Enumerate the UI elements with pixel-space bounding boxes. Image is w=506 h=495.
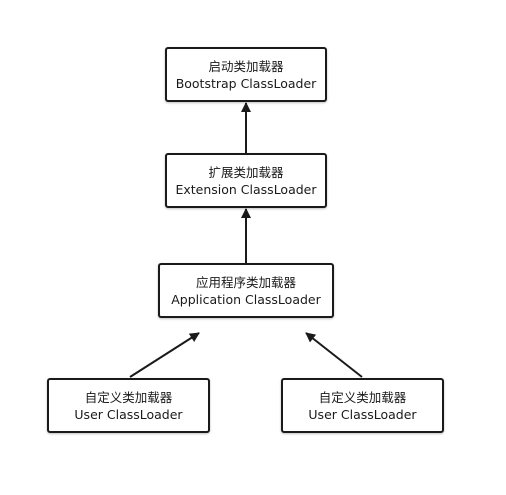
extension-classloader-box: 扩展类加载器 Extension ClassLoader	[165, 153, 327, 208]
user-left-en-label: User ClassLoader	[74, 406, 183, 422]
user-right-en-label: User ClassLoader	[308, 406, 417, 422]
application-cn-label: 应用程序类加载器	[195, 274, 296, 290]
bootstrap-classloader-box: 启动类加载器 Bootstrap ClassLoader	[165, 47, 327, 102]
user-classloader-box-right: 自定义类加载器 User ClassLoader	[281, 378, 444, 433]
arrow-user-right-to-application	[305, 332, 363, 378]
bootstrap-en-label: Bootstrap ClassLoader	[175, 75, 317, 91]
application-en-label: Application ClassLoader	[171, 291, 321, 307]
user-classloader-box-left: 自定义类加载器 User ClassLoader	[47, 378, 210, 433]
user-right-cn-label: 自定义类加载器	[318, 389, 407, 405]
extension-en-label: Extension ClassLoader	[175, 181, 317, 197]
bootstrap-cn-label: 启动类加载器	[208, 58, 284, 74]
extension-cn-label: 扩展类加载器	[208, 164, 284, 180]
application-classloader-box: 应用程序类加载器 Application ClassLoader	[158, 263, 334, 318]
arrow-user-left-to-application	[129, 332, 200, 378]
user-left-cn-label: 自定义类加载器	[84, 389, 173, 405]
